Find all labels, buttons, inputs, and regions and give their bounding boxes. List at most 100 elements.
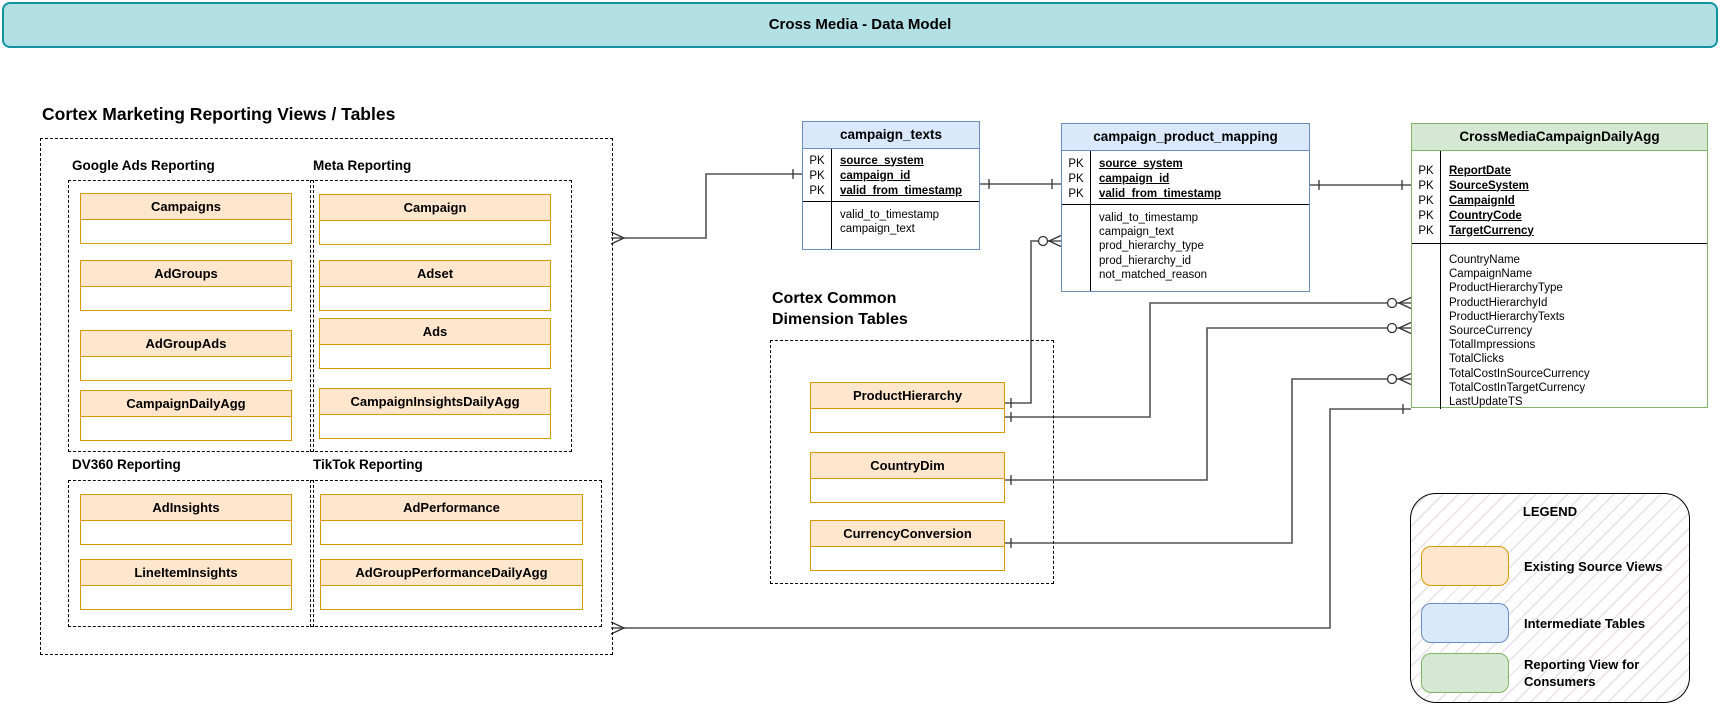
entity-adperformance-title: AdPerformance [320, 494, 583, 521]
field-list: CountryName CampaignName ProductHierarch… [1412, 244, 1707, 409]
group-box-tiktok [310, 480, 602, 627]
entity-adset-body [319, 287, 551, 311]
entity-ads-title: Ads [319, 318, 551, 345]
dimension-heading-line2: Dimension Tables [772, 311, 908, 328]
marketing-views-container [40, 138, 613, 655]
entity-campaigndailyagg-title: CampaignDailyAgg [80, 390, 292, 417]
entity-lineiteminsights-body [80, 586, 292, 610]
field-list: valid_to_timestamp campaign_text [803, 202, 979, 236]
legend-label-reporting-view: Reporting View for Consumers [1524, 657, 1640, 689]
group-label-meta: Meta Reporting [313, 158, 412, 173]
legend-swatch-reporting-view [1421, 653, 1509, 693]
entity-adgroupads: AdGroupAds [80, 330, 292, 381]
entity-adinsights: AdInsights [80, 494, 292, 545]
legend-label-existing-source-views: Existing Source Views [1524, 559, 1663, 574]
left-section-heading: Cortex Marketing Reporting Views / Table… [42, 104, 396, 124]
group-label-tiktok: TikTok Reporting [313, 457, 423, 472]
entity-adset-title: Adset [319, 260, 551, 287]
entity-adset: Adset [319, 260, 551, 311]
zero-circle-marker [1037, 235, 1049, 247]
entity-countrydim: CountryDim [810, 452, 1005, 503]
entity-adgroupperformancedailyagg-body [320, 586, 583, 610]
group-box-dv360 [68, 480, 314, 627]
field-row: not_matched_reason [1099, 268, 1208, 281]
diagram-title: Cross Media - Data Model [2, 2, 1718, 48]
crowfoot-marker [1397, 372, 1412, 386]
table-campaign-product-mapping-title: campaign_product_mapping [1062, 124, 1309, 151]
entity-adgroups-body [80, 287, 292, 311]
zero-circle-marker [1386, 297, 1398, 309]
dimension-tables-container [770, 340, 1054, 584]
field-row: CampaignName [1449, 268, 1533, 281]
field-row: LastUpdateTS [1449, 396, 1523, 409]
group-label-google-ads: Google Ads Reporting [72, 158, 215, 173]
group-box-meta [310, 180, 572, 452]
entity-adperformance: AdPerformance [320, 494, 583, 545]
entity-adinsights-body [80, 521, 292, 545]
field-row: ProductHierarchyType [1449, 282, 1563, 295]
entity-campaign-title: Campaign [319, 194, 551, 221]
zero-circle-marker [1386, 373, 1398, 385]
entity-campaigninsightsdailyagg: CampaignInsightsDailyAgg [319, 388, 551, 439]
entity-currencyconversion-body [810, 547, 1005, 571]
entity-adgroupads-title: AdGroupAds [80, 330, 292, 357]
entity-lineiteminsights: LineItemInsights [80, 559, 292, 610]
field-row: valid_to_timestamp [1099, 212, 1199, 224]
crowfoot-marker [1397, 321, 1412, 335]
field-row: prod_hierarchy_type [1099, 240, 1204, 253]
wire-countrydim-to-crossmedia [1005, 327, 1411, 481]
field-list: valid_to_timestamp campaign_text prod_hi… [1062, 205, 1309, 282]
field-row: ProductHierarchyTexts [1449, 310, 1565, 323]
entity-countrydim-title: CountryDim [810, 452, 1005, 479]
entity-countrydim-body [810, 479, 1005, 503]
pk-column-divider [831, 149, 832, 249]
entity-adgroups: AdGroups [80, 260, 292, 311]
field-row: TotalImpressions [1449, 339, 1536, 352]
field-row: prod_hierarchy_id [1099, 254, 1192, 267]
entity-campaigninsightsdailyagg-body [319, 415, 551, 439]
entity-adgroupperformancedailyagg-title: AdGroupPerformanceDailyAgg [320, 559, 583, 586]
entity-campaigndailyagg-body [80, 417, 292, 441]
entity-adgroupads-body [80, 357, 292, 381]
crowfoot-marker [1047, 234, 1062, 248]
entity-producthierarchy-body [810, 409, 1005, 433]
group-label-dv360: DV360 Reporting [72, 457, 181, 472]
table-crossmediacampaigndailyagg-title: CrossMediaCampaignDailyAgg [1412, 124, 1707, 151]
entity-currencyconversion-title: CurrencyConversion [810, 520, 1005, 547]
field-row: campaign_text [1099, 226, 1174, 239]
field-row: TotalCostInSourceCurrency [1449, 367, 1590, 380]
legend-label-intermediate-tables: Intermediate Tables [1524, 616, 1646, 631]
wire-views-to-campaign-texts [611, 173, 802, 239]
entity-campaigninsightsdailyagg-title: CampaignInsightsDailyAgg [319, 388, 551, 415]
entity-adinsights-title: AdInsights [80, 494, 292, 521]
entity-campaign: Campaign [319, 194, 551, 245]
wire-producthierarchy-to-crossmedia [1005, 302, 1411, 418]
entity-campaigns-body [80, 220, 292, 244]
entity-campaign-body [319, 221, 551, 245]
entity-producthierarchy: ProductHierarchy [810, 382, 1005, 433]
entity-adgroupperformancedailyagg: AdGroupPerformanceDailyAgg [320, 559, 583, 610]
table-campaign-texts-title: campaign_texts [803, 122, 979, 149]
legend-swatch-intermediate-tables [1421, 603, 1509, 643]
field-row: SourceCurrency [1449, 325, 1533, 338]
legend-title: LEGEND [1522, 504, 1578, 519]
wire-currencyconversion-to-crossmedia [1005, 378, 1411, 544]
entity-adperformance-body [320, 521, 583, 545]
dimension-section-heading: Cortex Common Dimension Tables [772, 288, 908, 330]
entity-lineiteminsights-title: LineItemInsights [80, 559, 292, 586]
